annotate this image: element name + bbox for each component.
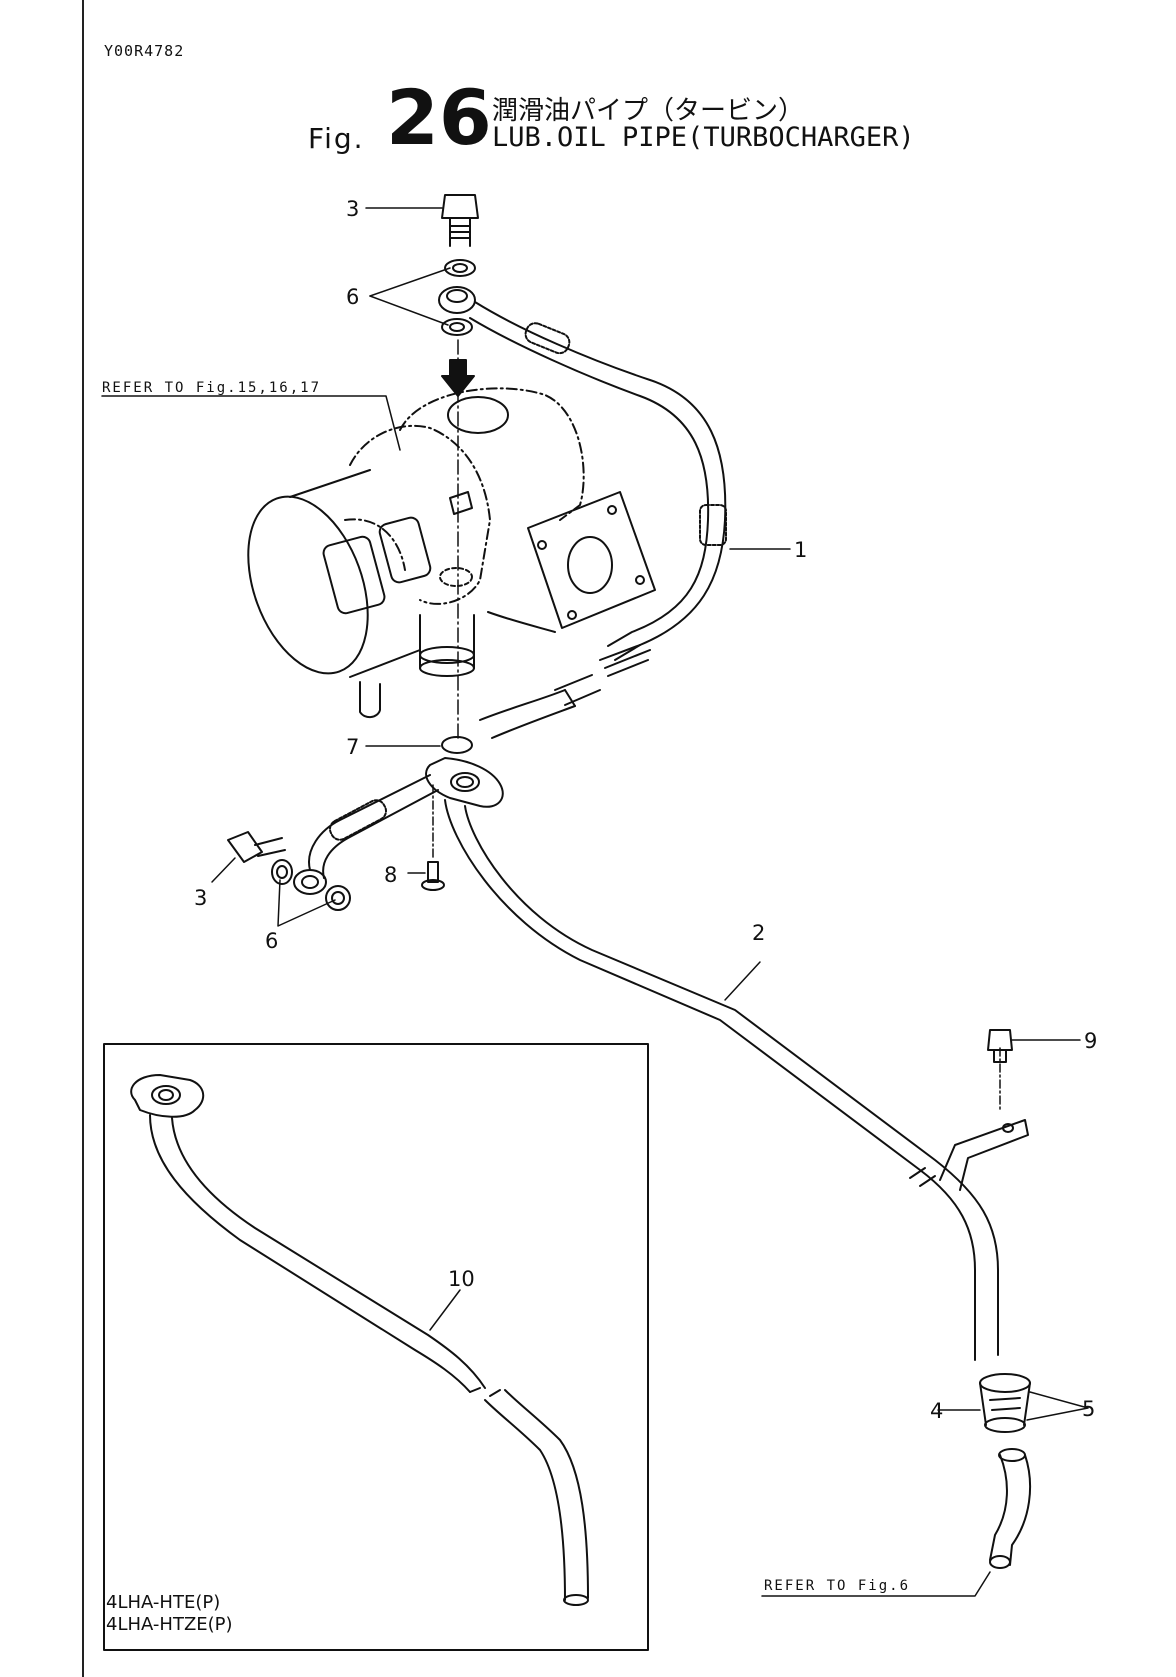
install-direction-arrow [442, 340, 474, 740]
pipe-bracket [940, 1030, 1028, 1190]
flange-bolt [422, 785, 444, 890]
reference-turbocharger: REFER TO Fig.15,16,17 [102, 380, 321, 396]
hose-clamp [980, 1374, 1030, 1432]
callout-8: 8 [384, 863, 397, 887]
inset-frame [104, 1044, 648, 1650]
callout-9: 9 [1084, 1029, 1097, 1053]
o-ring [442, 737, 472, 753]
lower-hose [294, 775, 438, 894]
callout-4: 4 [930, 1399, 943, 1423]
callout-10: 10 [448, 1267, 475, 1291]
inset-model-2: 4LHA-HTZE(P) [106, 1614, 233, 1635]
inset-drain-pipe [131, 1075, 588, 1605]
hose-break-segments [480, 645, 650, 738]
banjo-bolt-top [442, 195, 478, 335]
leader-lines [102, 208, 1088, 1596]
inset-model-1: 4LHA-HTE(P) [106, 1592, 220, 1613]
callout-3-top: 3 [346, 197, 359, 221]
callout-5: 5 [1082, 1397, 1095, 1421]
callout-7: 7 [346, 735, 359, 759]
rubber-elbow [990, 1449, 1030, 1568]
callout-1: 1 [794, 538, 807, 562]
callout-3-lower: 3 [194, 886, 207, 910]
callout-6-top: 6 [346, 285, 359, 309]
reference-elbow: REFER TO Fig.6 [764, 1578, 910, 1594]
drain-pipe [445, 800, 998, 1360]
callout-2: 2 [752, 921, 765, 945]
banjo-bolt-lower [228, 832, 350, 910]
oil-supply-hose [439, 287, 726, 660]
callout-6-lower: 6 [265, 929, 278, 953]
drain-flange [426, 758, 503, 807]
turbocharger-assembly [226, 388, 655, 717]
callout-numbers: 3 6 1 7 3 6 8 2 9 4 5 10 REFER TO Fig.15… [102, 197, 1097, 1635]
